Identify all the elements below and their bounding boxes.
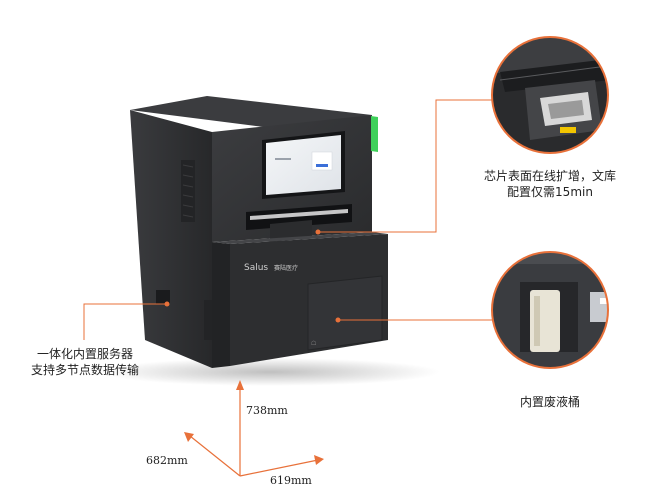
server-callout-label: 一体化内置服务器 支持多节点数据传输 <box>20 346 150 378</box>
door-mark: ☖ <box>311 340 316 347</box>
svg-text:赛陆医疗: 赛陆医疗 <box>274 264 298 272</box>
device-lower-side <box>212 242 230 368</box>
dimension-arrows <box>184 380 324 477</box>
device-left-side <box>130 110 212 368</box>
height-dimension: 738mm <box>246 404 288 417</box>
chip-callout-line1: 芯片表面在线扩增，文库 <box>483 169 616 183</box>
screen-dialog <box>311 151 333 171</box>
status-led <box>371 116 378 152</box>
server-callout-line1: 一体化内置服务器 <box>36 347 133 361</box>
server-callout-line2: 支持多节点数据传输 <box>30 363 139 377</box>
svg-text:Salus: Salus <box>244 263 268 273</box>
chip-tray <box>250 209 348 220</box>
server-port <box>156 290 170 304</box>
device-ledge <box>212 232 388 244</box>
touch-screen <box>266 135 341 195</box>
screen-button <box>316 164 328 167</box>
waste-callout-line1: 内置废液桶 <box>519 395 580 409</box>
waste-callout-label: 内置废液桶 <box>500 394 600 410</box>
screen-text-line <box>275 158 291 160</box>
zoom-chip-tray <box>491 36 609 154</box>
width-dimension: 619mm <box>270 474 312 487</box>
brand-logo: Salus 赛陆医疗 <box>244 263 298 273</box>
side-vent-upper <box>181 160 195 222</box>
chip-tray-slot <box>246 204 352 230</box>
depth-dimension: 682mm <box>146 454 188 467</box>
zoom-waste-bin <box>491 251 609 369</box>
chip-callout-label: 芯片表面在线扩增，文库 配置仅需15min <box>470 168 630 200</box>
side-vent-lower <box>204 300 214 340</box>
waste-bin-door <box>307 275 383 351</box>
floor-shadow <box>100 358 440 386</box>
callout-lines <box>83 99 492 340</box>
chip-callout-line2: 配置仅需15min <box>507 185 593 199</box>
